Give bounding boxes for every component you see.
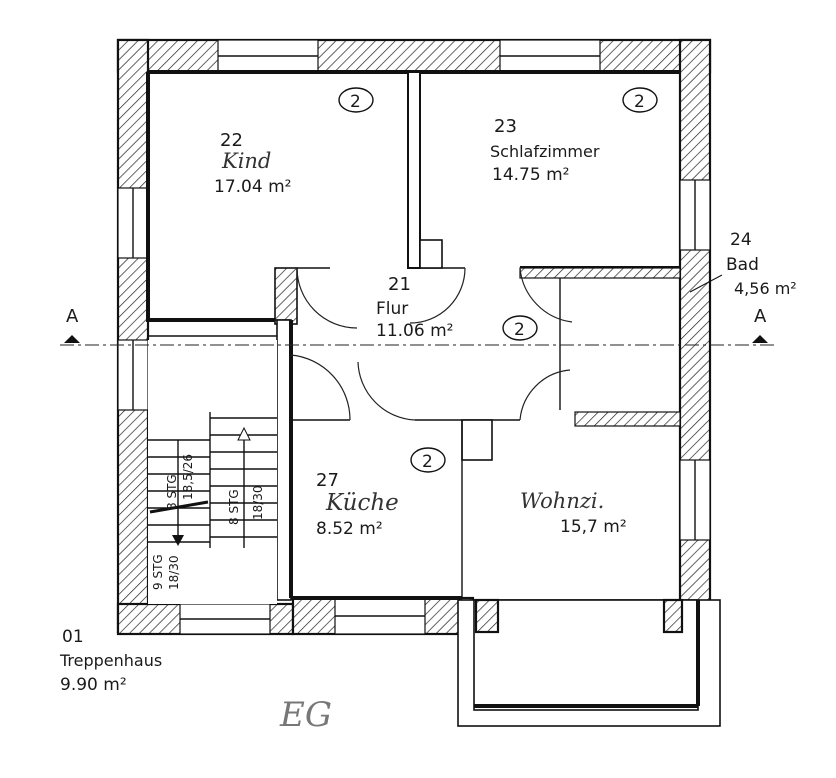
- stair-left-upper-count: 8 STG: [165, 474, 179, 510]
- room-badges: 2 2 2 2: [338, 87, 658, 473]
- room-24-area: 4,56 m²: [734, 279, 797, 298]
- room-22-area: 17.04 m²: [214, 177, 291, 197]
- room-01-name: Treppenhaus: [59, 651, 162, 670]
- window-lines: [132, 55, 696, 620]
- room-labels: 22 Kind 17.04 m² 23 Schlafzimmer 14.75 m…: [59, 116, 797, 695]
- stair-left-lower-dim: 18/30: [167, 555, 181, 590]
- badge-21: 2: [514, 320, 525, 340]
- stair-right-dim: 18/30: [251, 485, 265, 520]
- floor-label: EG: [279, 695, 332, 735]
- stair-labels: 8 STG 18,5/26 9 STG 18/30 8 STG 18/30: [151, 454, 265, 590]
- room-22-name: Kind: [221, 149, 271, 173]
- room-wohnzi-area: 15,7 m²: [560, 517, 627, 537]
- room-21-area: 11.06 m²: [376, 321, 453, 341]
- room-27-number: 27: [316, 470, 339, 491]
- room-21-name: Flur: [376, 299, 408, 319]
- doors: [290, 267, 573, 421]
- room-23-area: 14.75 m²: [492, 165, 569, 185]
- stairs: [148, 340, 277, 604]
- stair-right-count: 8 STG: [227, 489, 241, 525]
- badge-27: 2: [422, 452, 433, 472]
- room-22-number: 22: [220, 130, 243, 151]
- room-27-name: Küche: [325, 490, 399, 516]
- room-23-name: Schlafzimmer: [490, 142, 600, 161]
- room-23-number: 23: [494, 116, 517, 137]
- badge-22: 2: [350, 92, 361, 112]
- room-wohnzi-name: Wohnzi.: [520, 489, 604, 513]
- living-extension: [457, 598, 721, 727]
- room-21-number: 21: [388, 274, 411, 295]
- badge-23: 2: [634, 92, 645, 112]
- section-label-right: A: [754, 306, 767, 327]
- section-label-left: A: [66, 306, 79, 327]
- stair-left-lower-count: 9 STG: [151, 554, 165, 590]
- outer-walls: [116, 38, 712, 637]
- room-01-number: 01: [62, 627, 84, 647]
- room-24-number: 24: [730, 230, 752, 250]
- room-24-name: Bad: [726, 255, 759, 275]
- stair-left-upper-dim: 18,5/26: [181, 454, 195, 500]
- room-01-area: 9.90 m²: [60, 675, 127, 695]
- room-27-area: 8.52 m²: [316, 519, 383, 539]
- section-line: A A: [60, 306, 775, 346]
- interior-walls: [146, 70, 681, 601]
